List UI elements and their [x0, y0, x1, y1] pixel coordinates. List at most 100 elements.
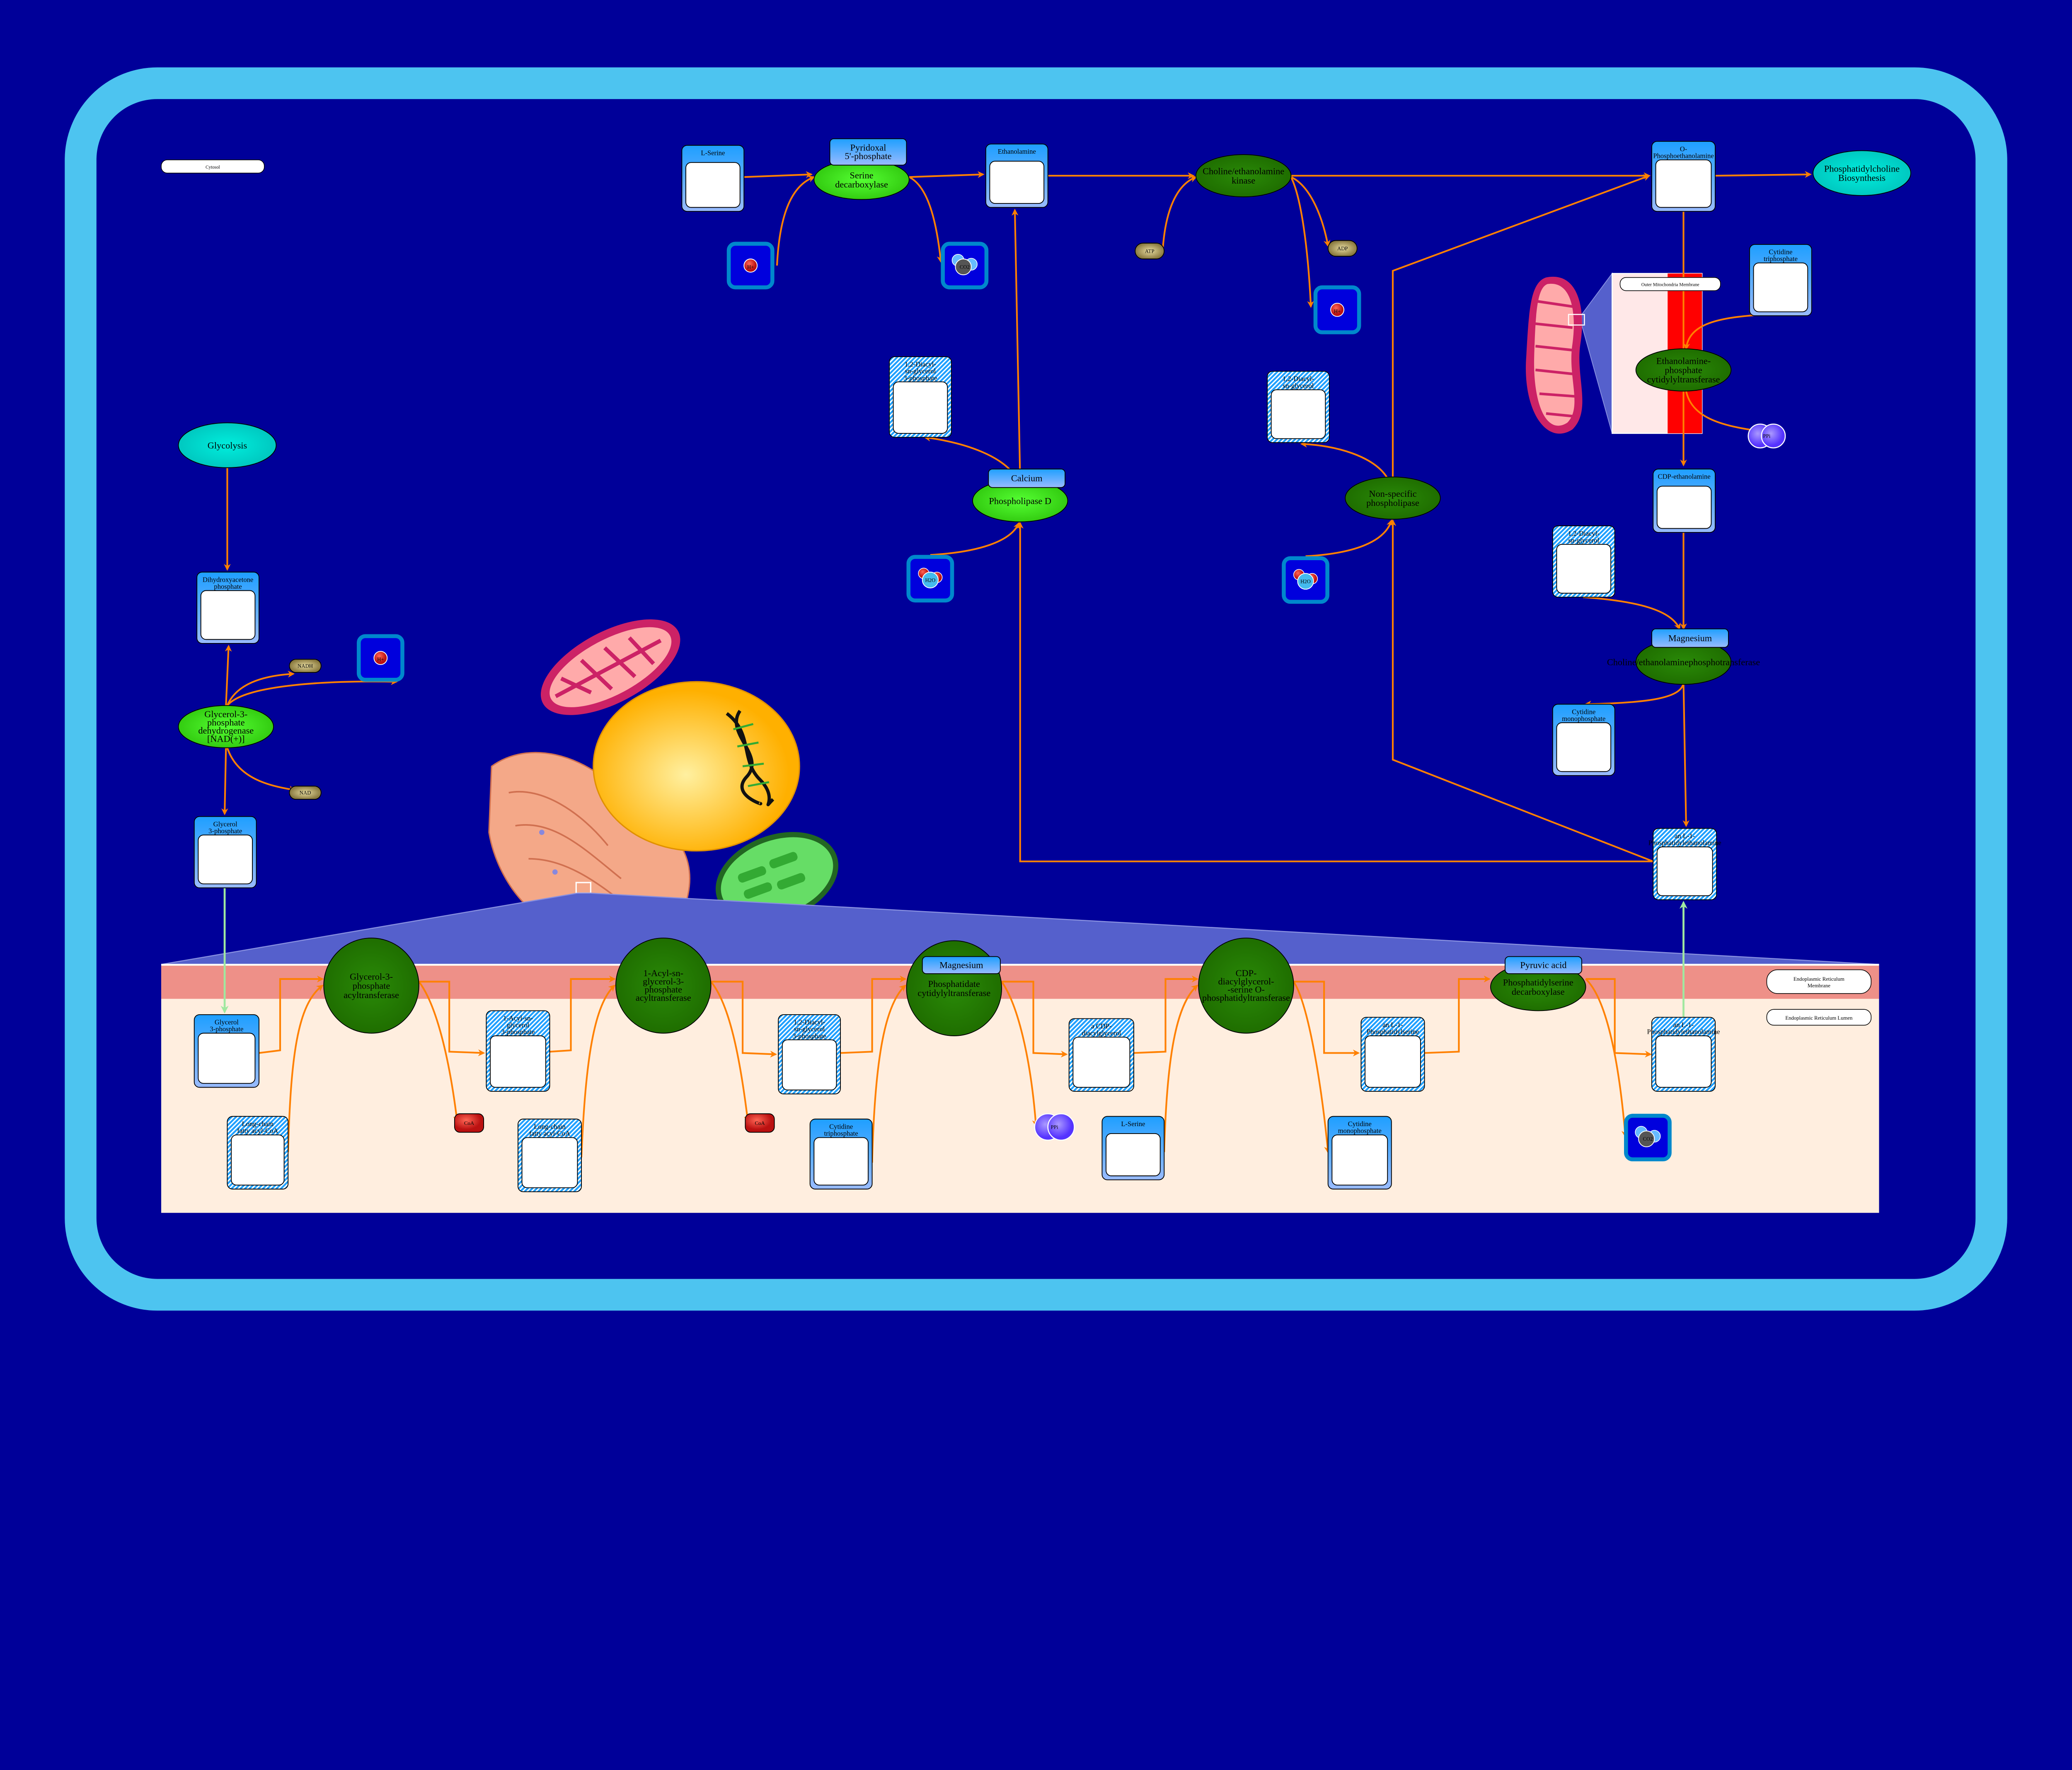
lserine-er-node[interactable]: L-Serine	[1101, 1116, 1165, 1180]
structure-image	[198, 1032, 256, 1084]
node-label: CDP-diacylglycerol--serine O-phosphatidy…	[1202, 968, 1290, 1003]
reaction-arrow	[1392, 174, 1651, 479]
cdpdag-node[interactable]: a CDP-diacylglycerol	[1068, 1018, 1134, 1092]
h-3-node[interactable]: H+	[1313, 285, 1361, 334]
node-label: Endoplasmic Reticulum Lumen	[1785, 1015, 1853, 1021]
ps-node[interactable]: an L-1-Phosphatidylserine	[1360, 1017, 1425, 1092]
node-label: Cytosol	[206, 165, 220, 170]
pss-node[interactable]: CDP-diacylglycerol--serine O-phosphatidy…	[1198, 938, 1294, 1034]
pyruvic-node[interactable]: Pyruvic acid	[1505, 956, 1582, 974]
reaction-arrow	[1424, 975, 1491, 1054]
h-2-node[interactable]: H+	[726, 242, 775, 290]
structure-image	[490, 1035, 546, 1088]
atp-node[interactable]: ATP	[1135, 242, 1165, 259]
node-label: O-Phosphoethanolamine	[1653, 145, 1714, 160]
node-label: a CDP-diacylglycerol	[1082, 1022, 1121, 1037]
node-label: H+	[377, 657, 384, 663]
reaction-arrow	[1585, 978, 1629, 1138]
magnesium-er-node[interactable]: Magnesium	[922, 956, 1001, 974]
co2-icon	[1638, 1130, 1655, 1147]
coa1-node[interactable]: CoA	[454, 1113, 484, 1133]
nadh-node[interactable]: NADH	[289, 659, 322, 673]
reaction-arrow	[776, 176, 816, 266]
node-label: Ethanolamine	[998, 148, 1036, 155]
structure-image	[1106, 1133, 1161, 1176]
cdpe-node[interactable]: CDP-ethanolamine	[1653, 469, 1716, 533]
node-label: Phospholipase D	[989, 496, 1051, 506]
proton-icon	[743, 259, 758, 273]
h2o-2-node[interactable]: H2O	[1282, 556, 1329, 604]
node-label: Magnesium	[939, 960, 983, 970]
glycolysis-node[interactable]: Glycolysis	[178, 422, 277, 468]
ppi-top-node[interactable]: PPi	[1748, 423, 1786, 449]
dag-right-node[interactable]: 1,2-Diacyl-sn-glycerol	[1552, 525, 1615, 598]
reaction-arrow	[1001, 981, 1039, 1127]
cept-node[interactable]: Choline/ethanolaminephosphotransferase	[1607, 639, 1760, 685]
node-label: L-Serine	[1121, 1120, 1145, 1128]
lserine-top-node[interactable]: L-Serine	[681, 145, 745, 212]
pe-er-node[interactable]: an L-1-Phosphatidylethanolamine	[1647, 1017, 1720, 1092]
reaction-arrow	[1133, 975, 1199, 1054]
structure-image	[1331, 1134, 1388, 1186]
structure-image	[1655, 159, 1712, 208]
structure-image	[989, 161, 1045, 204]
reaction-arrow	[1305, 519, 1393, 557]
pe-top-node[interactable]: an L-1-Phosphatidylethanolamine	[1648, 828, 1721, 900]
ethanolamine-node[interactable]: Ethanolamine	[985, 143, 1048, 208]
node-label: an L-1-Phosphatidylserine	[1367, 1021, 1419, 1036]
co2-2-node[interactable]: CO2	[1624, 1114, 1672, 1161]
pld-node[interactable]: Phospholipase D	[972, 479, 1068, 522]
proton-icon	[373, 651, 388, 665]
dag-mid-node[interactable]: 1,2-Diacyl-sn-glycerol	[1267, 371, 1330, 443]
reaction-arrow	[287, 984, 324, 1152]
h-1-node[interactable]: H+	[356, 634, 404, 682]
structure-image	[231, 1134, 285, 1186]
nad-node[interactable]: NAD	[289, 786, 322, 800]
node-label: PPi	[1763, 433, 1771, 439]
reaction-arrow	[871, 984, 906, 1163]
calcium-node[interactable]: Calcium	[988, 469, 1066, 488]
magnesium-top-node[interactable]: Magnesium	[1651, 628, 1729, 648]
reaction-arrow	[1290, 176, 1331, 247]
co2-1-node[interactable]: CO2	[941, 242, 989, 290]
node-label: NADH	[298, 663, 313, 669]
adp-node[interactable]: ADP	[1327, 240, 1358, 257]
h2o-1-node[interactable]: H2O	[906, 555, 954, 603]
reaction-arrow	[1017, 522, 1653, 863]
er-lumen	[161, 964, 1879, 1213]
structure-image	[1556, 544, 1612, 594]
ppi-er-node[interactable]: PPi	[1034, 1113, 1075, 1141]
coa2-node[interactable]: CoA	[745, 1113, 775, 1133]
opea-node[interactable]: O-Phosphoethanolamine	[1651, 141, 1716, 212]
